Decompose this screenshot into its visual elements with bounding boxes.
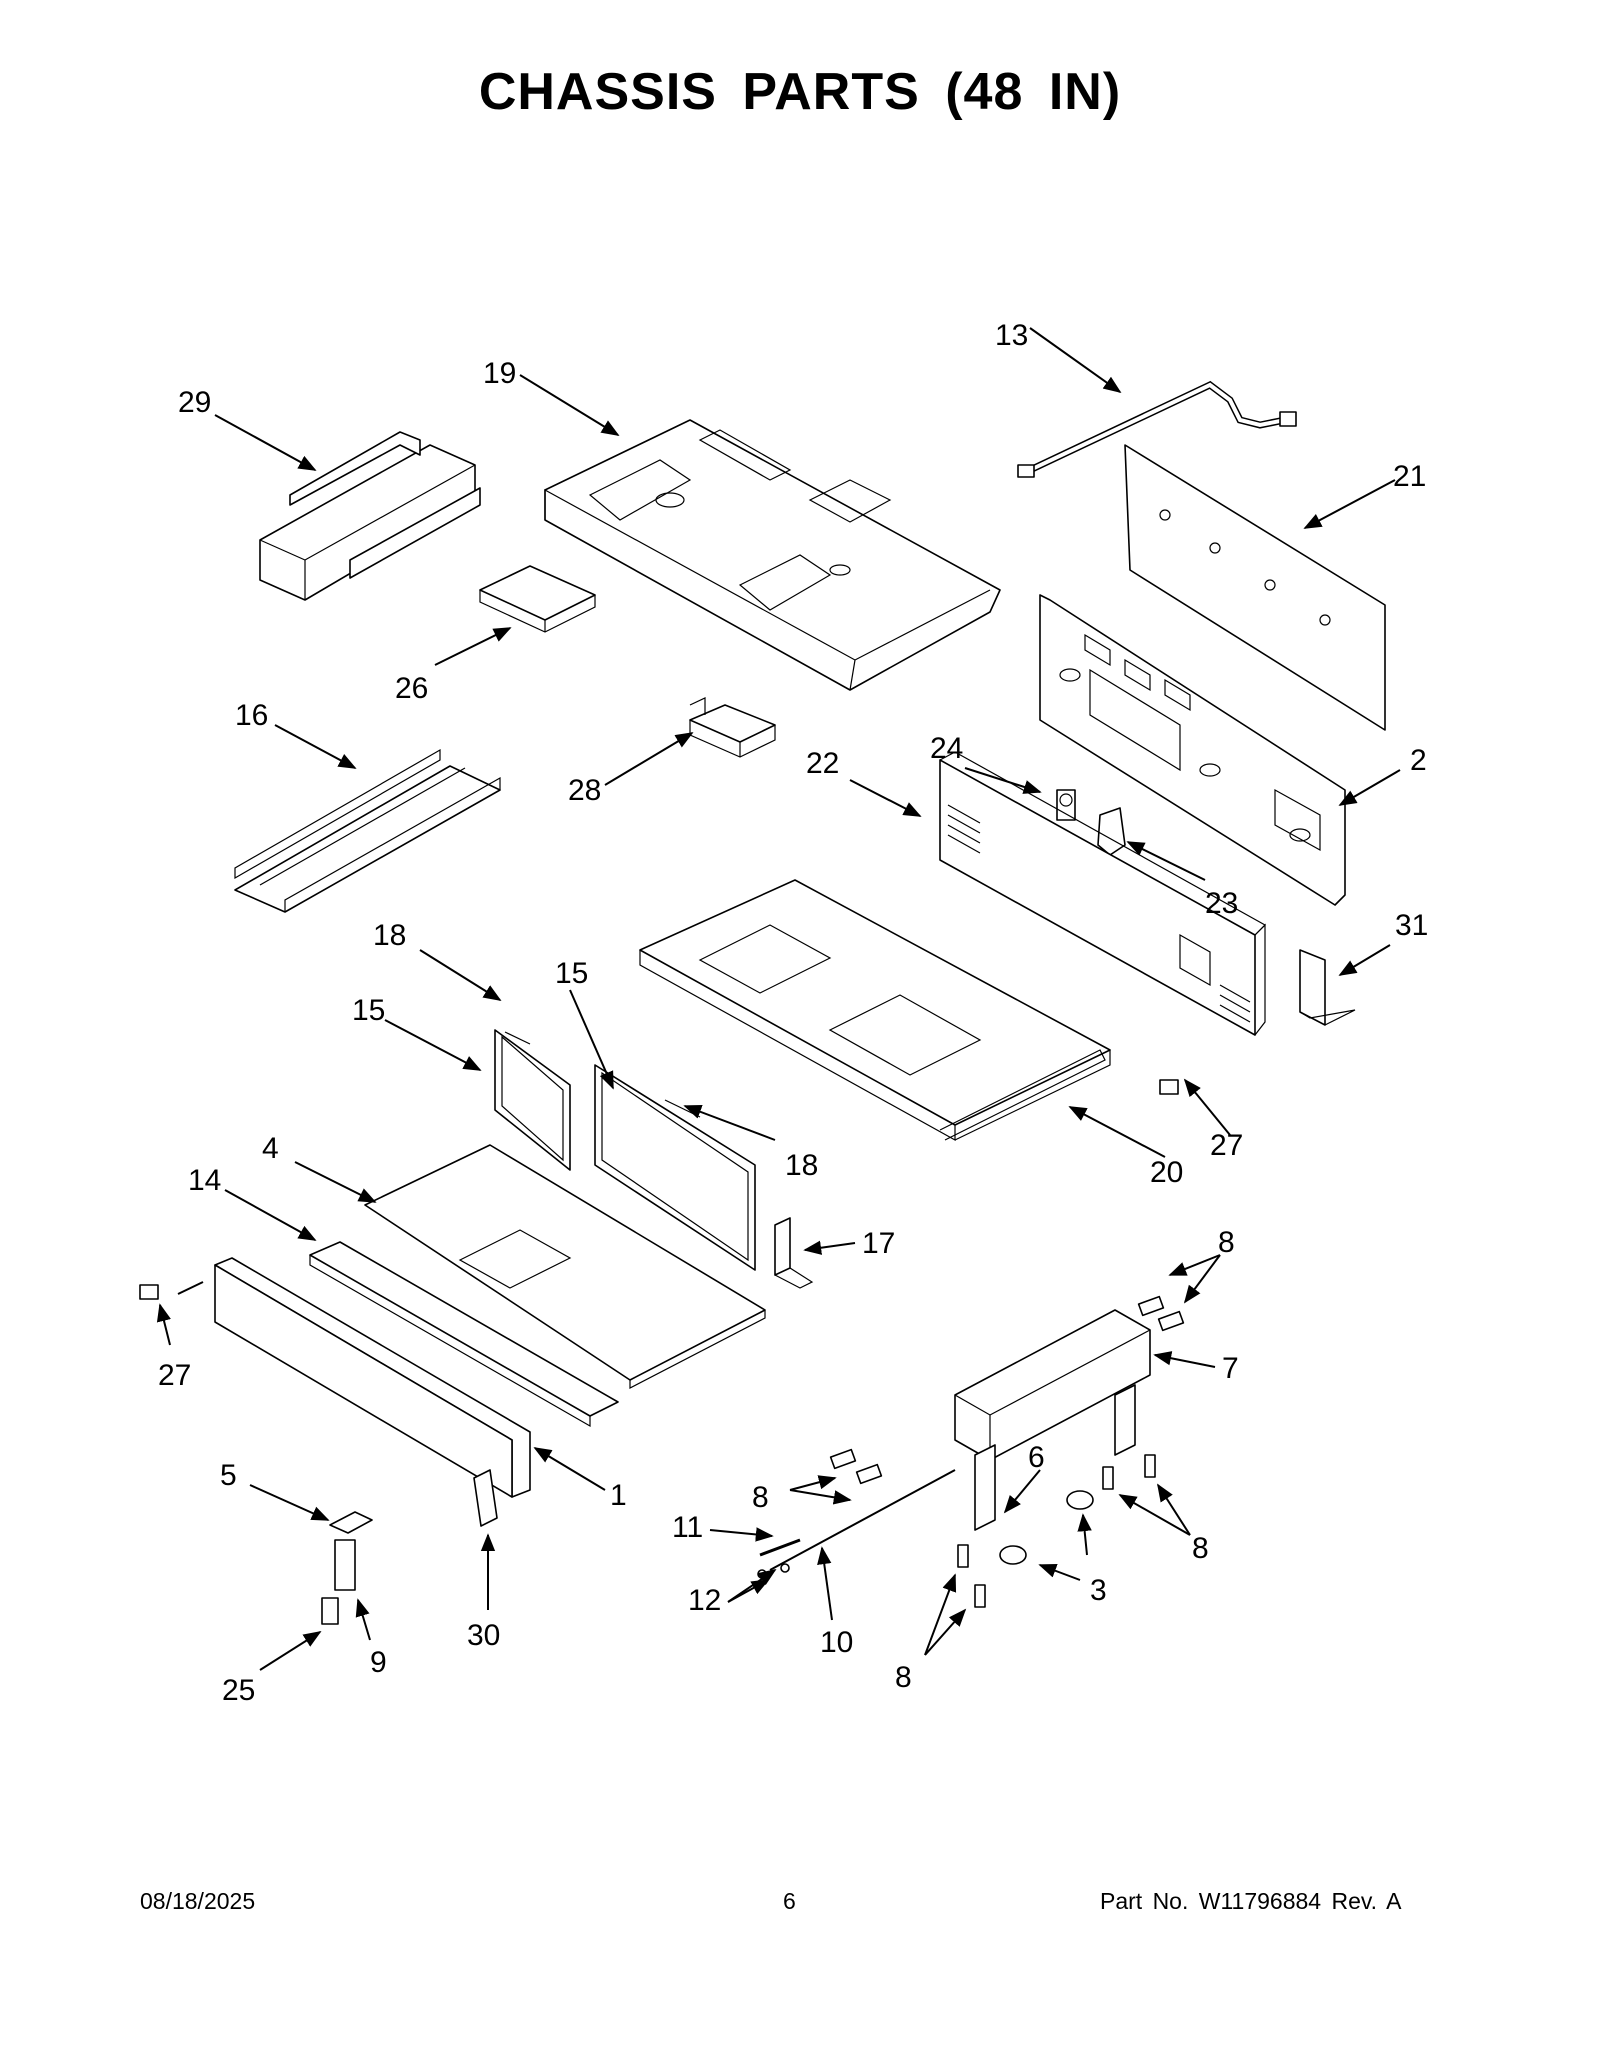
callout-28: 28 <box>568 774 601 807</box>
part-31-plate <box>1299 949 1356 1026</box>
part-19-top-panel <box>544 419 1001 691</box>
callout-18-top: 18 <box>373 919 406 952</box>
callout-5: 5 <box>220 1459 237 1492</box>
callout-27-left: 27 <box>158 1359 191 1392</box>
part-2-manifold-panel <box>1039 594 1346 906</box>
callout-1: 1 <box>610 1479 627 1512</box>
callout-31: 31 <box>1395 909 1428 942</box>
footer-part-number: Part No. W11796884 Rev. A <box>1100 1888 1402 1914</box>
callout-2: 2 <box>1410 744 1427 777</box>
part-3-foot-left <box>999 1490 1094 1565</box>
callout-25: 25 <box>222 1674 255 1707</box>
callout-4: 4 <box>262 1132 279 1165</box>
callout-22: 22 <box>806 747 839 780</box>
footer-page-number: 6 <box>783 1888 796 1914</box>
callout-6: 6 <box>1028 1441 1045 1474</box>
callout-18-bottom: 18 <box>785 1149 818 1182</box>
callout-8-mid-right: 8 <box>1192 1532 1209 1565</box>
callout-16: 16 <box>235 699 268 732</box>
screw-27 <box>139 1079 1179 1300</box>
callout-26: 26 <box>395 672 428 705</box>
part-7-toekick-bracket <box>954 1309 1151 1461</box>
callout-9: 9 <box>370 1646 387 1679</box>
part-11-rod <box>759 1538 801 1557</box>
part-23-bracket <box>1097 807 1126 856</box>
callout-8-bottom: 8 <box>895 1661 912 1694</box>
callout-13: 13 <box>995 319 1028 352</box>
part-21-back-panel <box>1124 444 1386 731</box>
callout-12: 12 <box>688 1584 721 1617</box>
part-1-front-trim <box>214 1257 531 1498</box>
callout-27-right: 27 <box>1210 1129 1243 1162</box>
footer-date: 08/18/2025 <box>140 1888 256 1914</box>
part-16-channel <box>234 748 501 913</box>
callout-15-right: 15 <box>555 957 588 990</box>
leader-lines <box>156 327 1401 1671</box>
part-15-frame-left <box>494 1029 571 1171</box>
part-28-bracket <box>689 697 776 758</box>
callout-17: 17 <box>862 1227 895 1260</box>
callout-19: 19 <box>483 357 516 390</box>
part-20-bottom-tray <box>639 879 1111 1142</box>
part-30-bracket <box>473 1469 498 1527</box>
part-13-tube <box>1017 380 1297 478</box>
callout-21: 21 <box>1393 460 1426 493</box>
callout-20: 20 <box>1150 1156 1183 1189</box>
callout-14: 14 <box>188 1164 221 1197</box>
page-title: CHASSIS PARTS (48 IN) <box>478 63 1122 121</box>
callout-7: 7 <box>1222 1352 1239 1385</box>
callout-30: 30 <box>467 1619 500 1652</box>
leveler-5-9 <box>329 1511 373 1591</box>
callout-labels: 29 19 13 21 26 28 16 22 24 2 23 31 18 15… <box>158 319 1428 1707</box>
callout-11: 11 <box>672 1511 703 1544</box>
part-22-control-panel <box>939 751 1266 1036</box>
screw-25 <box>321 1597 339 1625</box>
part-6-bracket <box>974 1384 1136 1531</box>
callout-8-top: 8 <box>1218 1226 1235 1259</box>
part-17-bracket <box>774 1217 814 1289</box>
callout-23: 23 <box>1205 887 1238 920</box>
part-4-base-panel <box>364 1144 766 1389</box>
part-24-valve <box>1056 789 1076 821</box>
part-10-rod <box>769 1469 956 1571</box>
part-29-channel-bracket <box>259 431 481 601</box>
callout-24: 24 <box>930 732 963 765</box>
part-14-rail <box>309 1241 619 1428</box>
screw-8 <box>829 1295 1185 1608</box>
callout-3: 3 <box>1090 1574 1107 1607</box>
callout-10: 10 <box>820 1626 853 1659</box>
callout-29: 29 <box>178 386 211 419</box>
part-15-frame-right <box>594 1064 756 1271</box>
callout-8-mid-left: 8 <box>752 1481 769 1514</box>
part-26-bracket <box>479 565 596 633</box>
callout-15-left: 15 <box>352 994 385 1027</box>
